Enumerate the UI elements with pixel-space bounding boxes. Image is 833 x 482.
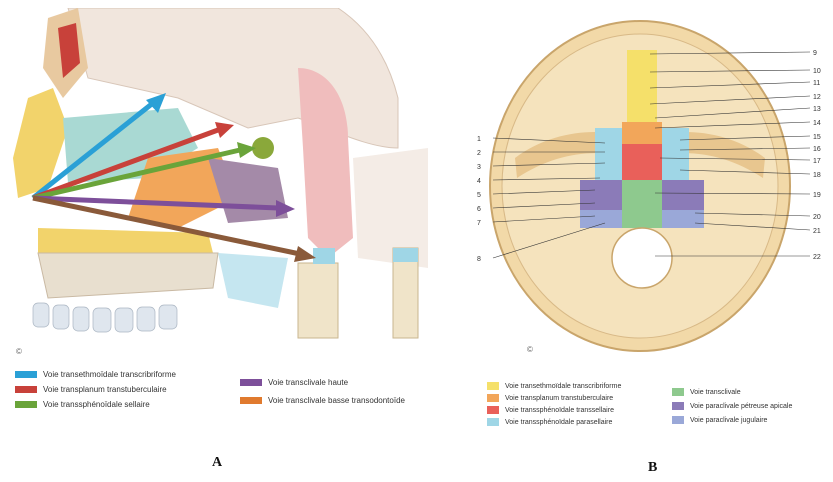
- callout-number: 13: [813, 106, 821, 113]
- figure-label-a: A: [212, 455, 222, 471]
- copyright-mark: ©: [527, 345, 533, 354]
- callout-number: 14: [813, 120, 821, 127]
- callout-number: 19: [813, 192, 821, 199]
- atlas-arch: [313, 248, 335, 264]
- axis-vertebra: [298, 263, 338, 338]
- color-swatch: [487, 406, 499, 414]
- legend-a-item: Voie transclivale basse transodontoïde: [240, 396, 405, 405]
- foramen-magnum: [612, 228, 672, 288]
- callout-number: 16: [813, 146, 821, 153]
- legend-a-item: Voie transplanum transtuberculaire: [15, 385, 167, 394]
- callout-number: 12: [813, 94, 821, 101]
- callout-number: 22: [813, 254, 821, 261]
- legend-a-item: Voie transethmoïdale transcribriforme: [15, 370, 176, 379]
- color-swatch: [672, 416, 684, 424]
- legend-a-item: Voie transsphénoïdale sellaire: [15, 400, 150, 409]
- legend-b-item: Voie transclivale: [672, 388, 741, 396]
- legend-b-item: Voie paraclivale jugulaire: [672, 416, 767, 424]
- callout-number: 15: [813, 134, 821, 141]
- zone-parasellar-left: [595, 128, 622, 180]
- legend-a-item: Voie transclivale haute: [240, 378, 348, 387]
- arrow-swatch-icon: [15, 371, 37, 378]
- zone-jugular-left: [580, 210, 622, 228]
- legend-b-item: Voie paraclivale pétreuse apicale: [672, 402, 792, 410]
- legend-b: Voie transethmoïdale transcribriforme Vo…: [487, 382, 827, 442]
- left-number-labels: 1 2 3 4 5 6 7 8: [477, 136, 481, 263]
- copyright-mark: ©: [16, 347, 22, 356]
- callout-number: 8: [477, 256, 481, 263]
- callout-number: 9: [813, 50, 817, 57]
- color-swatch: [487, 382, 499, 390]
- zone-petrous-left: [580, 180, 622, 210]
- figure-label-b: B: [648, 460, 657, 476]
- callout-number: 18: [813, 172, 821, 179]
- color-swatch: [672, 402, 684, 410]
- callout-number: 5: [477, 192, 481, 199]
- legend-a: Voie transethmoïdale transcribriforme Vo…: [15, 370, 435, 430]
- right-number-labels: 9 10 11 12 13 14 15 16 17 18 19 20 21 22: [813, 50, 821, 261]
- zone-jugular-right: [662, 210, 704, 228]
- zone-petrous-right: [662, 180, 704, 210]
- legend-b-item: Voie transsphénoïdale parasellaire: [487, 418, 612, 426]
- arrow-swatch-icon: [240, 397, 262, 404]
- callout-number: 21: [813, 228, 821, 235]
- zone-transcribriform: [627, 50, 657, 122]
- legend-b-item: Voie transplanum transtuberculaire: [487, 394, 613, 402]
- arrow-swatch-icon: [15, 401, 37, 408]
- sagittal-illustration: ©: [8, 8, 428, 358]
- posterior-arch: [393, 248, 418, 262]
- legend-b-item: Voie transsphénoïdale transsellaire: [487, 406, 614, 414]
- callout-number: 17: [813, 158, 821, 165]
- zone-transplanum: [622, 122, 662, 144]
- panel-b-skull-base-diagram: 1 2 3 4 5 6 7 8 9 10: [455, 18, 833, 358]
- callout-number: 11: [813, 80, 820, 87]
- callout-number: 20: [813, 214, 821, 221]
- zone-transclival: [622, 180, 662, 228]
- zone-transsellar: [622, 144, 662, 180]
- callout-number: 4: [477, 178, 481, 185]
- legend-b-item: Voie transethmoïdale transcribriforme: [487, 382, 621, 390]
- callout-number: 3: [477, 164, 481, 171]
- callout-number: 10: [813, 68, 821, 75]
- arrow-swatch-icon: [240, 379, 262, 386]
- skull-base-illustration: 1 2 3 4 5 6 7 8 9 10: [455, 18, 833, 358]
- color-swatch: [672, 388, 684, 396]
- callout-number: 6: [477, 206, 481, 213]
- color-swatch: [487, 418, 499, 426]
- callout-number: 2: [477, 150, 481, 157]
- callout-number: 1: [477, 136, 481, 143]
- panel-a-sagittal-diagram: ©: [8, 8, 428, 358]
- zone-parasellar-right: [662, 128, 689, 180]
- arrow-swatch-icon: [15, 386, 37, 393]
- callout-number: 7: [477, 220, 481, 227]
- color-swatch: [487, 394, 499, 402]
